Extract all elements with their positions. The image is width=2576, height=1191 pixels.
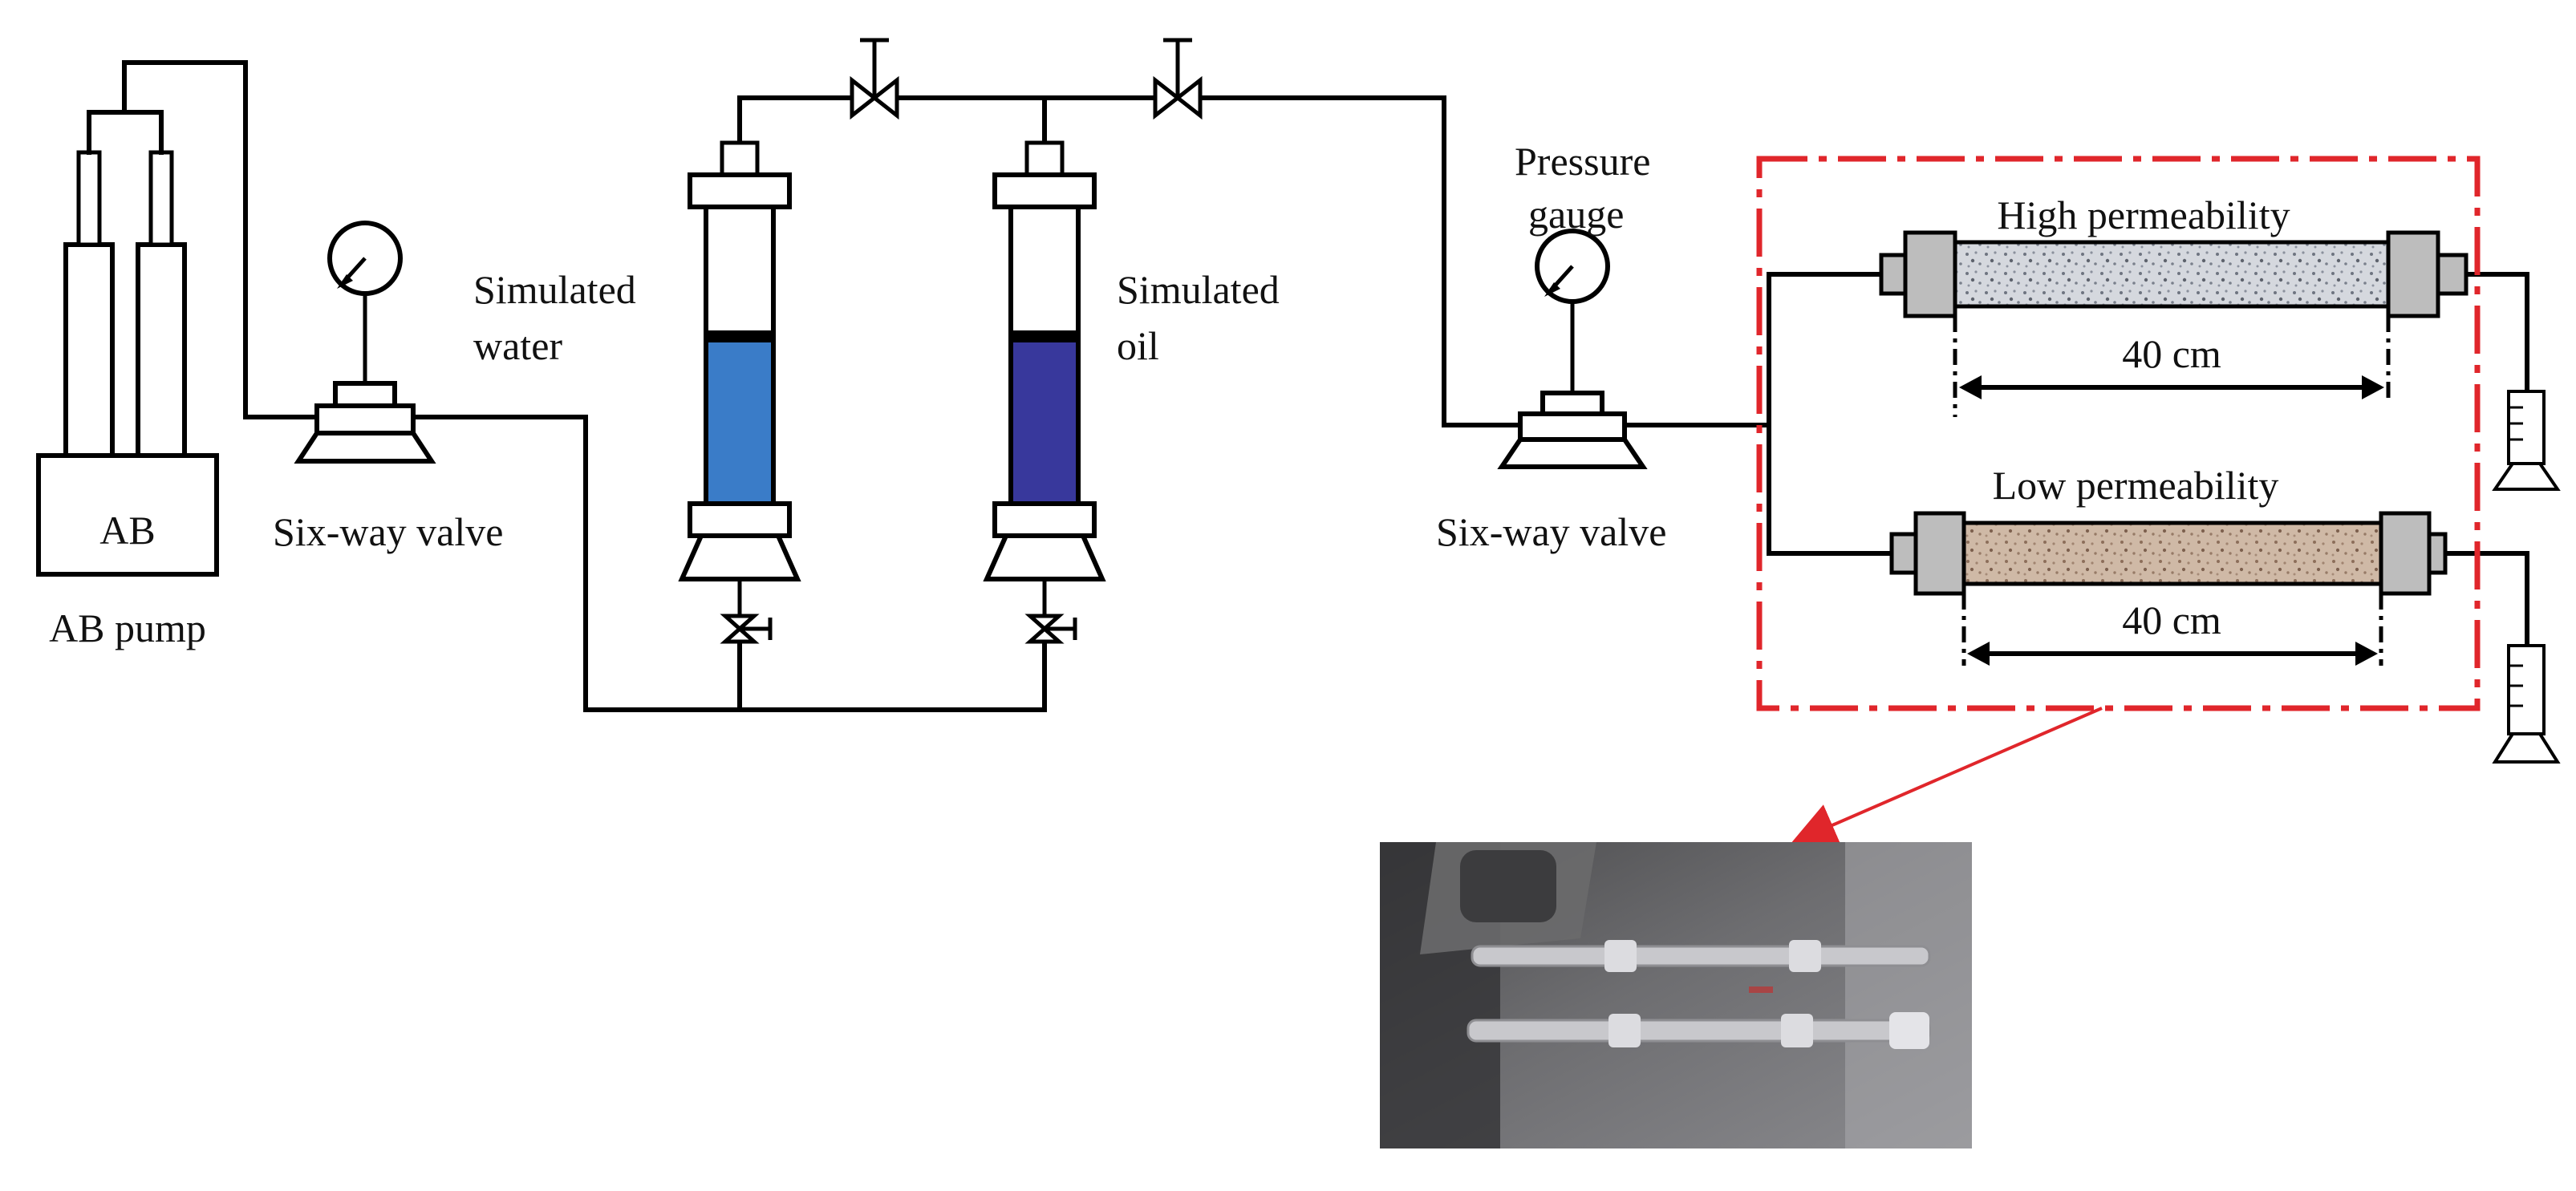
low-core-outlet [2436, 551, 2529, 648]
low-core-length-label: 40 cm [2122, 598, 2221, 642]
pressure-gauge-label-line2: gauge [1528, 192, 1624, 237]
left-valve-to-bottom-manifold [411, 415, 1047, 712]
core-holder-highlight-box [1756, 156, 2481, 711]
core-split-pipe [1767, 272, 1894, 556]
pressure-gauge-label-line1: Pressure [1515, 139, 1650, 184]
photo-callout-arrow [1791, 707, 2103, 846]
graduated-cylinder-icon [2507, 390, 2546, 465]
ab-pump-rod-a [76, 150, 102, 247]
top-valve-1 [850, 38, 899, 120]
oil-piston [1011, 330, 1078, 342]
high-permeability-core [1953, 240, 2391, 309]
piping [122, 60, 2529, 712]
simulated-water-label-line1: Simulated [473, 267, 636, 312]
high-permeability-core-holder: High permeability 40 cm [1879, 192, 2468, 417]
photo-core-holder-upper [1471, 945, 1931, 967]
graduated-cylinder-lower [2492, 644, 2561, 764]
ab-pump-cylinder-a [63, 242, 115, 458]
simulated-water-label-line2: water [473, 323, 562, 368]
oil-fill [1013, 341, 1076, 501]
low-permeability-core [1961, 521, 2383, 586]
six-way-valve-left-label: Six-way valve [273, 509, 503, 554]
water-fill [708, 341, 771, 501]
six-way-valve-body [333, 381, 397, 408]
simulated-oil-label-line2: oil [1117, 323, 1159, 368]
low-permeability-core-holder: Low permeability 40 cm [1889, 463, 2448, 666]
ab-pump-base [36, 453, 219, 577]
ab-pump-label: AB pump [49, 606, 206, 650]
high-core-outlet [2464, 272, 2529, 394]
pump-to-left-valve-pipe [122, 60, 319, 419]
six-way-valve-right-label: Six-way valve [1436, 509, 1666, 554]
left-six-way-valve: Six-way valve [273, 221, 503, 554]
simulated-water-vessel: Simulated water [473, 140, 801, 644]
low-permeability-label: Low permeability [1993, 463, 2279, 508]
high-core-length-label: 40 cm [2122, 331, 2221, 376]
six-way-valve-body [1540, 391, 1604, 416]
high-permeability-label: High permeability [1997, 192, 2290, 237]
simulated-oil-vessel: Simulated oil [983, 140, 1280, 644]
core-holder-photo [1380, 842, 1972, 1148]
graduated-cylinder-icon [2507, 644, 2546, 735]
ab-pump-cylinder-b [136, 242, 187, 458]
ab-box-label: AB [99, 508, 155, 553]
ab-pump-manifold [87, 110, 164, 155]
top-manifold [737, 95, 1523, 427]
ab-pump-rod-b [148, 150, 174, 247]
photo-core-holder-lower [1466, 1019, 1931, 1043]
graduated-cylinder-upper [2492, 390, 2561, 491]
simulated-oil-label-line1: Simulated [1117, 267, 1280, 312]
water-piston [706, 330, 773, 342]
top-valve-2 [1153, 38, 1203, 120]
right-six-way-valve: Pressure gauge Six-way valve [1436, 139, 1666, 554]
ab-pump: AB AB pump [36, 110, 219, 650]
